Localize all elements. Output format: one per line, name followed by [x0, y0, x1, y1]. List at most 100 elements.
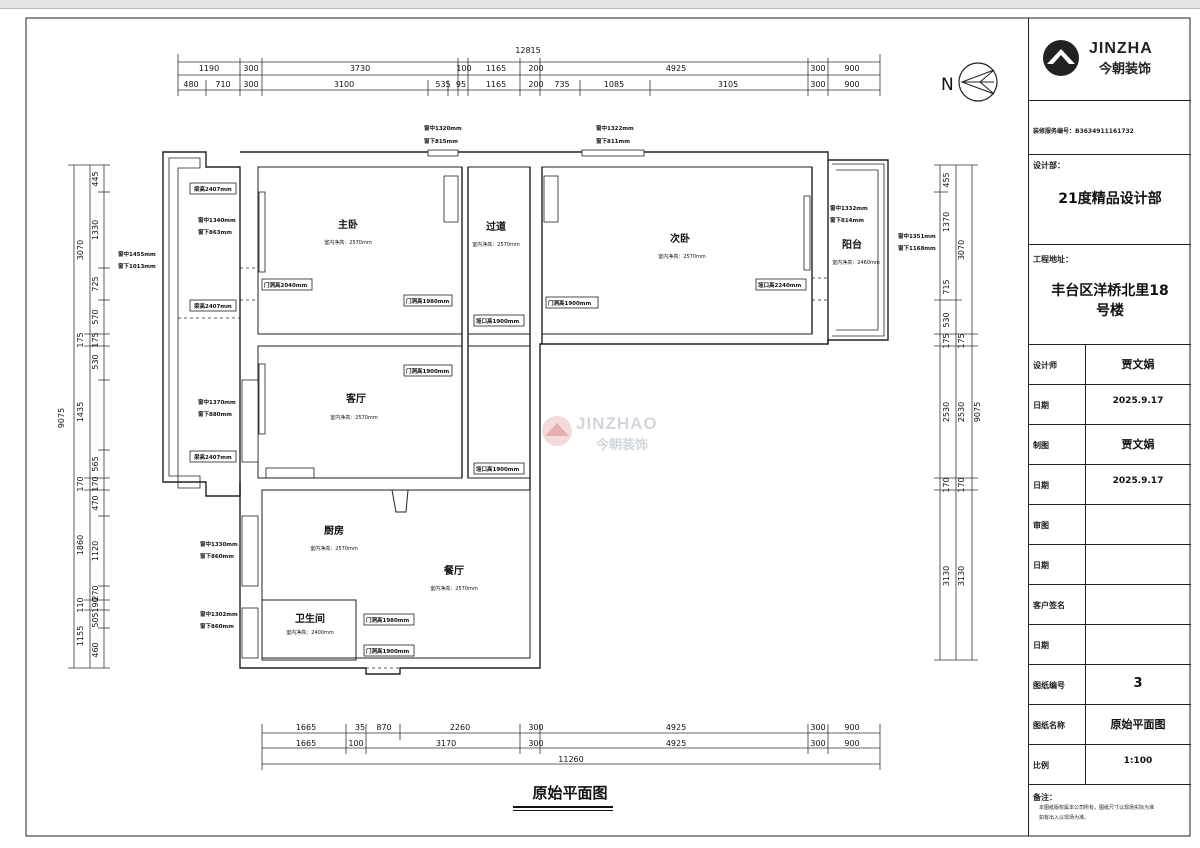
design-dept: 21度精品设计部 — [1058, 191, 1162, 207]
svg-text:3070: 3070 — [76, 240, 85, 260]
design-dept-row: 设计部： 21度精品设计部 — [1029, 154, 1191, 245]
svg-text:300: 300 — [810, 64, 825, 73]
tb-row-designer: 设计师 贾文娟 — [1029, 344, 1191, 385]
watermark-cn: 今朝装饰 — [596, 438, 649, 453]
svg-text:175: 175 — [957, 333, 966, 348]
svg-text:1665: 1665 — [296, 723, 316, 732]
svg-text:100: 100 — [456, 64, 471, 73]
svg-text:室内净高：2570mm: 室内净高：2570mm — [472, 241, 520, 248]
svg-text:窗中1455mm: 窗中1455mm — [118, 250, 156, 258]
company-logo-icon — [1043, 40, 1079, 76]
svg-text:1085: 1085 — [604, 80, 624, 89]
svg-text:300: 300 — [810, 723, 825, 732]
svg-text:1665: 1665 — [296, 739, 316, 748]
svg-text:270: 270 — [91, 585, 100, 600]
tb-row-drawing-no: 图纸编号 3 — [1029, 664, 1191, 705]
svg-text:窗下880mm: 窗下880mm — [198, 410, 232, 418]
svg-text:1165: 1165 — [486, 80, 506, 89]
sheet-border — [25, 17, 1191, 837]
tb-row-date3: 日期 — [1029, 544, 1191, 585]
svg-text:窗下815mm: 窗下815mm — [424, 137, 458, 145]
svg-text:505: 505 — [91, 612, 100, 627]
north-compass: N — [941, 62, 998, 102]
svg-text:1165: 1165 — [486, 64, 506, 73]
svg-text:室内净高：2400mm: 室内净高：2400mm — [286, 629, 334, 636]
svg-text:3100: 3100 — [334, 80, 354, 89]
svg-text:200: 200 — [528, 64, 543, 73]
svg-text:460: 460 — [91, 642, 100, 657]
svg-text:190: 190 — [91, 597, 100, 612]
svg-text:门洞高1900mm: 门洞高1900mm — [548, 299, 592, 307]
svg-text:门洞高1980mm: 门洞高1980mm — [366, 616, 410, 624]
svg-text:梁高2407mm: 梁高2407mm — [193, 185, 232, 193]
svg-text:100: 100 — [348, 739, 363, 748]
svg-text:1860: 1860 — [76, 535, 85, 555]
svg-text:170: 170 — [76, 476, 85, 491]
svg-text:窗中1320mm: 窗中1320mm — [424, 124, 462, 132]
svg-text:室内净高：2570mm: 室内净高：2570mm — [310, 545, 358, 552]
svg-text:1370: 1370 — [942, 212, 951, 232]
plan-title: 原始平面图 — [532, 784, 608, 802]
svg-text:窗下860mm: 窗下860mm — [200, 552, 234, 560]
svg-text:窗中1340mm: 窗中1340mm — [198, 216, 236, 224]
svg-text:725: 725 — [91, 276, 100, 291]
svg-text:窗中1330mm: 窗中1330mm — [200, 540, 238, 548]
left-dimensions — [68, 164, 110, 669]
svg-text:1330: 1330 — [91, 220, 100, 240]
svg-text:1435: 1435 — [76, 402, 85, 422]
svg-text:170: 170 — [942, 477, 951, 492]
svg-text:175: 175 — [76, 332, 85, 347]
svg-text:900: 900 — [844, 64, 859, 73]
right-total-dim: 9075 — [973, 402, 982, 422]
svg-text:窗下1168mm: 窗下1168mm — [898, 244, 936, 252]
room-hall: 过道 — [486, 220, 506, 233]
svg-text:垭口高1900mm: 垭口高1900mm — [476, 317, 520, 325]
svg-text:535: 535 — [435, 80, 450, 89]
watermark-en: JINZHAO — [576, 414, 658, 433]
room-master: 主卧 — [338, 218, 358, 231]
svg-text:175: 175 — [91, 332, 100, 347]
windows — [241, 149, 645, 659]
svg-text:170: 170 — [957, 477, 966, 492]
svg-text:门洞高1900mm: 门洞高1900mm — [406, 367, 450, 375]
svg-text:4925: 4925 — [666, 739, 686, 748]
title-block: JINZHA 今朝装饰 装修服务编号：B3634911161732 设计部： 2… — [1028, 18, 1191, 836]
notes-line2: 如有出入以现场为准。 — [1039, 815, 1090, 821]
svg-text:170: 170 — [91, 476, 100, 491]
svg-text:870: 870 — [376, 723, 391, 732]
svg-text:窗下863mm: 窗下863mm — [198, 228, 232, 236]
svg-text:梁高2407mm: 梁高2407mm — [193, 453, 232, 461]
svg-text:4925: 4925 — [666, 64, 686, 73]
right-col1-dims: 455 3070 715 530 175 2530 170 3130 — [942, 172, 966, 586]
north-label: N — [941, 75, 954, 95]
bottom-row1-dims: 1665 35 870 2260 300 4925 300 900 — [296, 723, 860, 732]
svg-text:1155: 1155 — [76, 626, 85, 646]
service-id-row: 装修服务编号：B3634911161732 — [1029, 100, 1191, 155]
svg-text:300: 300 — [243, 80, 258, 89]
svg-text:门洞高1900mm: 门洞高1900mm — [366, 647, 410, 655]
radiators — [258, 175, 811, 479]
right-col2-dims: 1370 175 2530 170 3130 — [942, 212, 966, 586]
tb-row-date4: 日期 — [1029, 624, 1191, 665]
svg-text:门洞高1980mm: 门洞高1980mm — [406, 297, 450, 305]
svg-text:3170: 3170 — [436, 739, 456, 748]
boxed-labels: 门洞高2040mm 门洞高1980mm 垭口高1900mm 门洞高1900mm … — [189, 182, 807, 657]
left-total-dim: 9075 — [57, 408, 66, 428]
svg-text:4925: 4925 — [666, 723, 686, 732]
bottom-dimensions — [261, 724, 881, 770]
design-dept-label: 设计部： — [1033, 161, 1065, 170]
left-col2-dims: 445 1330 725 570 175 530 565 170 470 112… — [91, 171, 100, 657]
svg-text:900: 900 — [844, 723, 859, 732]
svg-text:3730: 3730 — [350, 64, 370, 73]
room-bath: 卫生间 — [295, 612, 325, 625]
brand-cn: 今朝装饰 — [1099, 62, 1152, 77]
svg-text:窗中1351mm: 窗中1351mm — [898, 232, 936, 240]
svg-text:715: 715 — [942, 279, 951, 294]
svg-text:窗中1302mm: 窗中1302mm — [200, 610, 238, 618]
svg-text:2260: 2260 — [450, 723, 470, 732]
svg-text:300: 300 — [810, 739, 825, 748]
notes-line1: 本图纸版权属本公司所有，图纸尺寸以现场实际为准 — [1039, 805, 1155, 811]
svg-text:300: 300 — [243, 64, 258, 73]
svg-text:480: 480 — [183, 80, 198, 89]
svg-text:室内净高：2460mm: 室内净高：2460mm — [832, 259, 880, 266]
